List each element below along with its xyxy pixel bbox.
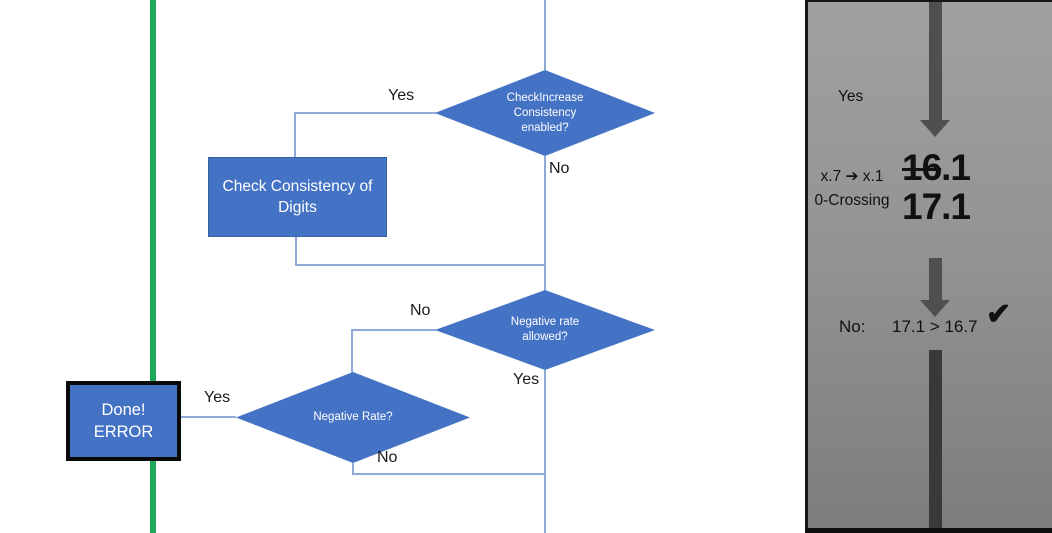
annotation-panel: Yes x.7 ➔ x.1 0-Crossing 16.1 17.1 No: 1… (805, 0, 1052, 533)
rule-line-1: x.7 ➔ x.1 (820, 168, 884, 185)
edge-label-yes-done: Yes (204, 389, 231, 406)
decision-label: Negative Rate? (313, 411, 393, 423)
edge-label-no-top: No (549, 160, 570, 177)
process-check-consistency-of-digits: Check Consistency of Digits (208, 157, 387, 237)
down-arrow-shaft (929, 2, 942, 120)
connector-line (544, 0, 546, 70)
down-arrow-shaft (929, 350, 942, 528)
connector-line (295, 112, 436, 114)
connector-line (351, 329, 353, 373)
decision-negative-rate-allowed: Negative rate allowed? (435, 290, 655, 370)
connector-line (544, 156, 546, 291)
connector-line (294, 112, 296, 158)
strikethrough-old-value: 16 (902, 147, 942, 188)
connector-line (295, 235, 297, 266)
decision-label: CheckIncrease Consistency enabled? (506, 91, 584, 134)
connector-line (352, 473, 546, 475)
decision-check-increase-consistency: CheckIncrease Consistency enabled? (435, 70, 655, 156)
panel-yes-label: Yes (838, 88, 864, 105)
decision-negative-rate: Negative Rate? (236, 372, 470, 463)
edge-label-yes-top: Yes (388, 87, 415, 104)
green-divider-line (150, 0, 156, 533)
old-value-decimal: .1 (941, 147, 971, 188)
decision-label: Negative rate allowed? (510, 316, 580, 343)
rule-line-2: 0-Crossing (814, 192, 890, 209)
connector-line (352, 329, 436, 331)
connector-line (544, 370, 546, 533)
edge-label-no-mid: No (410, 302, 431, 319)
down-arrow-head-icon (920, 300, 950, 317)
error-label: ERROR (93, 423, 154, 441)
connector-line (295, 264, 546, 266)
result-comparison: 17.1 > 16.7 (892, 317, 978, 336)
done-label: Done! (101, 401, 146, 419)
terminator-done-error: Done! ERROR (66, 381, 181, 461)
old-value: 16.1 (902, 147, 971, 188)
down-arrow-head-icon (920, 120, 950, 137)
edge-label-no-bottom: No (377, 449, 398, 466)
process-label: Check Consistency of Digits (222, 178, 373, 216)
new-value: 17.1 (902, 186, 971, 227)
value-comparison-block: 16.1 17.1 (902, 147, 971, 227)
checkmark-icon: ✔ (986, 298, 1012, 331)
edge-label-yes-mid: Yes (513, 371, 540, 388)
connector-line (352, 463, 354, 475)
result-no-label: No: (839, 317, 866, 336)
connector-line (173, 416, 236, 418)
rule-annotation: x.7 ➔ x.1 0-Crossing (808, 165, 896, 213)
down-arrow-shaft (929, 258, 942, 300)
